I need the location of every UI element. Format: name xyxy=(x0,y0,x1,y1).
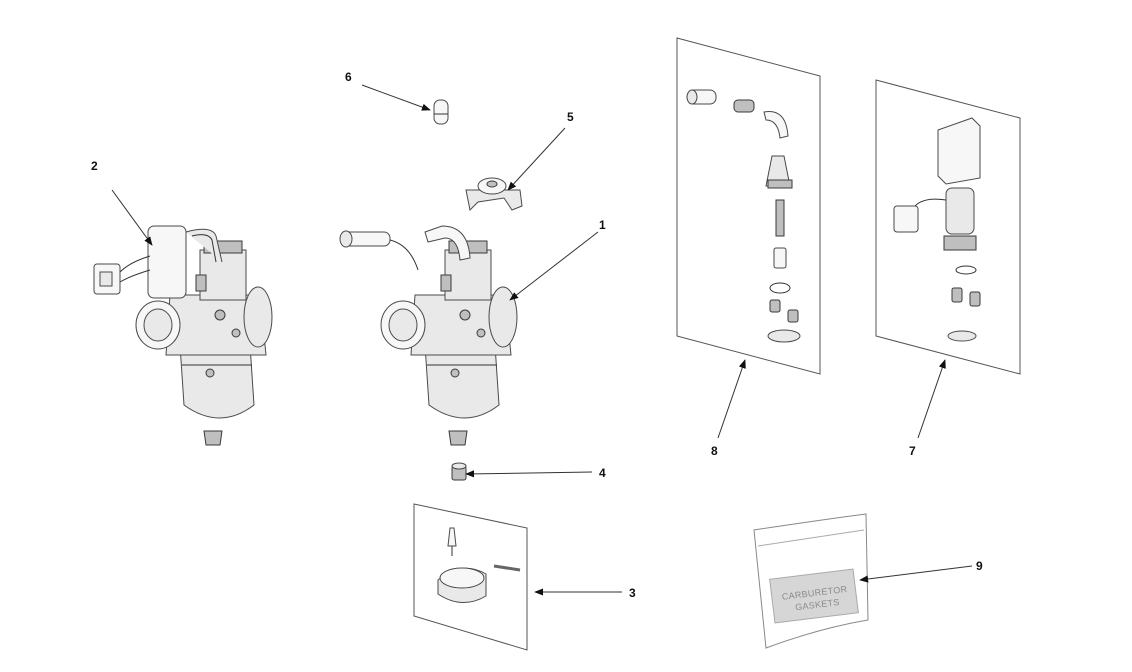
callout-1: 1 xyxy=(599,218,606,232)
callout-5: 5 xyxy=(567,110,574,124)
gasket-bag: CARBURETOR GASKETS xyxy=(753,513,869,649)
callout-8: 8 xyxy=(711,444,718,458)
callout-3: 3 xyxy=(629,586,636,600)
callout-7: 7 xyxy=(909,444,916,458)
carburetor-with-choke-assembly xyxy=(93,225,273,446)
leader-lines xyxy=(111,84,973,596)
choke-kit-sheet xyxy=(875,79,1021,375)
jet-kit-sheet xyxy=(676,37,821,375)
callout-4: 4 xyxy=(599,466,606,480)
callout-6: 6 xyxy=(345,70,352,84)
cap-part xyxy=(433,99,449,125)
jet-part xyxy=(451,462,467,481)
callout-2: 2 xyxy=(91,159,98,173)
bracket-part xyxy=(465,177,523,212)
carburetor-assembly xyxy=(339,225,518,446)
float-kit-sheet xyxy=(413,503,528,651)
callout-9: 9 xyxy=(976,559,983,573)
